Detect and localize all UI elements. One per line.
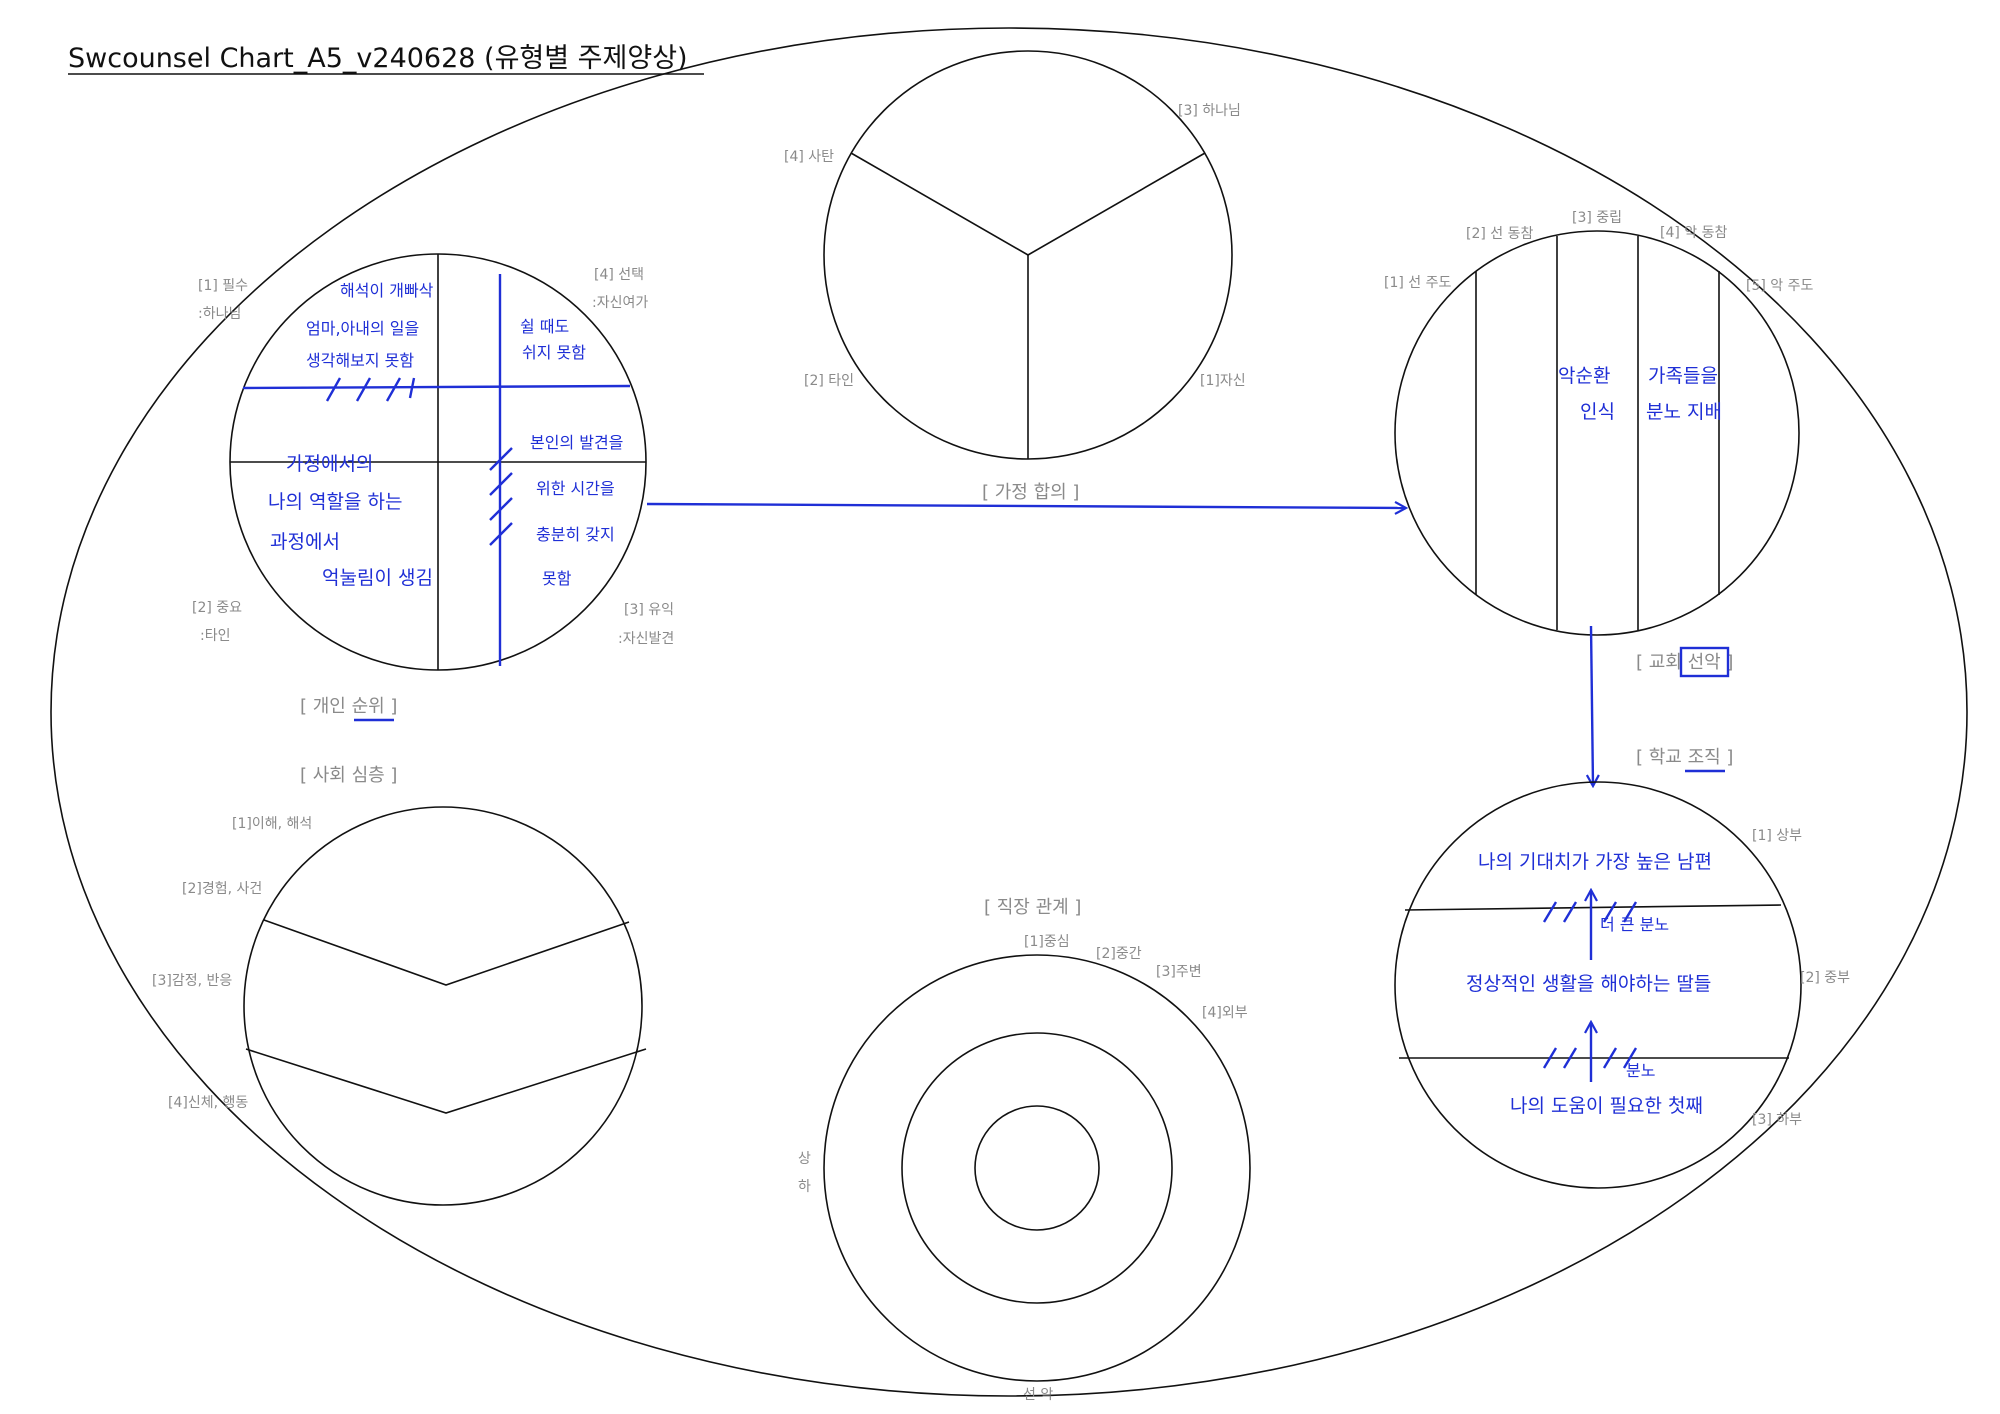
family-section-title: [ 가정 합의 ] xyxy=(982,482,1079,503)
church-circle xyxy=(1394,230,1800,636)
personal-note-tl-2: 엄마,아내의 일을 xyxy=(306,319,419,338)
personal-note-tl-1: 해석이 개빠삭 xyxy=(340,281,434,300)
family-label-2: [2] 타인 xyxy=(804,373,854,389)
school-label-2: [2] 중부 xyxy=(1800,970,1850,986)
personal-label-1-sub: :하나님 xyxy=(198,306,241,322)
work-label-up: 상 xyxy=(798,1151,811,1167)
personal-note-bl-1: 가정에서의 xyxy=(286,453,373,475)
personal-label-3-sub: :자신발견 xyxy=(618,631,674,647)
work-label-4: [4]외부 xyxy=(1202,1005,1248,1021)
church-good-evil-group: [1] 선 주도 [2] 선 동참 [3] 중립 [4] 악 동참 [5] 악 … xyxy=(1384,210,1813,678)
church-section-title: [ 교회 선악 ] xyxy=(1636,652,1733,673)
work-middle-circle xyxy=(901,1032,1173,1304)
school-upper-hatch-marks xyxy=(1542,901,1638,923)
society-depth-group: [1]이해, 해석 [2]경험, 사건 [3]감정, 반응 [4]신체, 행동 … xyxy=(152,765,647,1206)
family-spoke-upper-left xyxy=(850,152,1029,256)
family-agreement-group: [3] 하나님 [4] 사탄 [2] 타인 [1]자신 [ 가정 합의 ] xyxy=(784,50,1246,503)
arrow-church-to-school xyxy=(1591,625,1593,786)
church-note-a-1: 악순환 xyxy=(1558,365,1610,387)
school-note-low-label: 분노 xyxy=(1626,1061,1655,1080)
school-upper-band-line xyxy=(1404,904,1782,911)
chart-title: Swcounsel Chart_A5_v240628 (유형별 주제양상) xyxy=(68,43,688,74)
church-label-5: [5] 악 주도 xyxy=(1746,278,1813,294)
personal-note-tl-3: 생각해보지 못함 xyxy=(306,351,414,370)
school-circle xyxy=(1394,781,1802,1189)
society-label-3: [3]감정, 반응 xyxy=(152,973,232,989)
work-label-3: [3]주변 xyxy=(1156,964,1202,980)
personal-label-2: [2] 중요 xyxy=(192,600,242,616)
church-label-2: [2] 선 동참 xyxy=(1466,226,1533,242)
work-label-2: [2]중간 xyxy=(1096,946,1142,962)
church-label-4: [4] 악 동참 xyxy=(1660,225,1727,241)
school-note-mid: 정상적인 생활을 해야하는 딸들 xyxy=(1466,973,1711,995)
work-label-down: 하 xyxy=(798,1179,811,1195)
society-upper-chevron-line xyxy=(263,919,630,986)
church-section-highlight-box xyxy=(1679,646,1730,678)
personal-note-bl-4: 억눌림이 생김 xyxy=(322,567,433,589)
church-label-3: [3] 중립 xyxy=(1572,210,1622,226)
personal-hatch-marks-h xyxy=(325,377,416,402)
school-section-title: [ 학교 조직 ] xyxy=(1636,747,1733,768)
personal-note-tr-2: 쉬지 못함 xyxy=(522,343,586,362)
personal-note-br-1: 본인의 발견을 xyxy=(530,433,623,452)
personal-label-3: [3] 유익 xyxy=(624,602,674,618)
family-label-1: [1]자신 xyxy=(1200,373,1246,389)
society-circle xyxy=(243,806,643,1206)
personal-section-title: [ 개인 순위 ] xyxy=(300,696,397,717)
outer-ellipse xyxy=(50,27,1968,1397)
arrow-personal-to-church xyxy=(646,504,1406,508)
personal-note-br-2: 위한 시간을 xyxy=(536,479,615,498)
school-label-3: [3] 하부 xyxy=(1752,1112,1802,1128)
work-label-1: [1]중심 xyxy=(1024,934,1070,950)
church-note-b-2: 분노 지배 xyxy=(1646,401,1722,423)
society-label-2: [2]경험, 사건 xyxy=(182,881,262,897)
family-spoke-upper-right xyxy=(1027,152,1206,256)
school-note-bottom: 나의 도움이 필요한 첫째 xyxy=(1510,1095,1703,1117)
family-label-3: [3] 하나님 xyxy=(1178,103,1241,119)
personal-label-4: [4] 선택 xyxy=(594,267,644,283)
church-note-b-1: 가족들을 xyxy=(1648,365,1718,387)
personal-note-tr-1: 쉴 때도 xyxy=(520,317,569,336)
work-label-bottom: 선 악 xyxy=(1023,1387,1053,1403)
school-organization-group: [1] 상부 [2] 중부 [3] 하부 나의 기대치가 가장 높은 남편 더 … xyxy=(1394,747,1850,1189)
school-note-mid-label: 더 큰 분노 xyxy=(1600,915,1669,934)
work-inner-circle xyxy=(974,1105,1100,1231)
personal-label-4-sub: :자신여가 xyxy=(592,295,648,311)
society-lower-chevron-line xyxy=(245,1048,647,1114)
society-label-4: [4]신체, 행동 xyxy=(168,1095,248,1111)
personal-note-br-4: 못함 xyxy=(542,569,572,588)
personal-note-br-3: 충분히 갖지 xyxy=(536,525,615,544)
school-lower-hatch-marks xyxy=(1542,1047,1638,1069)
personal-hatch-marks-v xyxy=(489,447,513,546)
personal-note-bl-3: 과정에서 xyxy=(270,531,340,553)
family-label-4: [4] 사탄 xyxy=(784,149,834,165)
work-section-title: [ 직장 관계 ] xyxy=(984,897,1081,918)
personal-label-1: [1] 필수 xyxy=(198,278,248,294)
church-label-1: [1] 선 주도 xyxy=(1384,275,1451,291)
school-label-1: [1] 상부 xyxy=(1752,828,1802,844)
workplace-relationship-group: [1]중심 [2]중간 [3]주변 [4]외부 상 하 선 악 [ 직장 관계 … xyxy=(798,897,1251,1403)
church-note-a-2: 인식 xyxy=(1580,401,1615,423)
society-label-1: [1]이해, 해석 xyxy=(232,816,312,832)
personal-priority-group: [1] 필수 :하나님 [4] 선택 :자신여가 [2] 중요 :타인 [3] … xyxy=(192,253,674,722)
personal-note-bl-2: 나의 역할을 하는 xyxy=(268,491,402,513)
society-section-title: [ 사회 심층 ] xyxy=(300,765,397,786)
work-outer-circle xyxy=(823,954,1251,1382)
personal-label-2-sub: :타인 xyxy=(200,628,230,644)
personal-blue-h-line xyxy=(242,384,631,390)
school-note-top: 나의 기대치가 가장 높은 남편 xyxy=(1478,851,1712,873)
